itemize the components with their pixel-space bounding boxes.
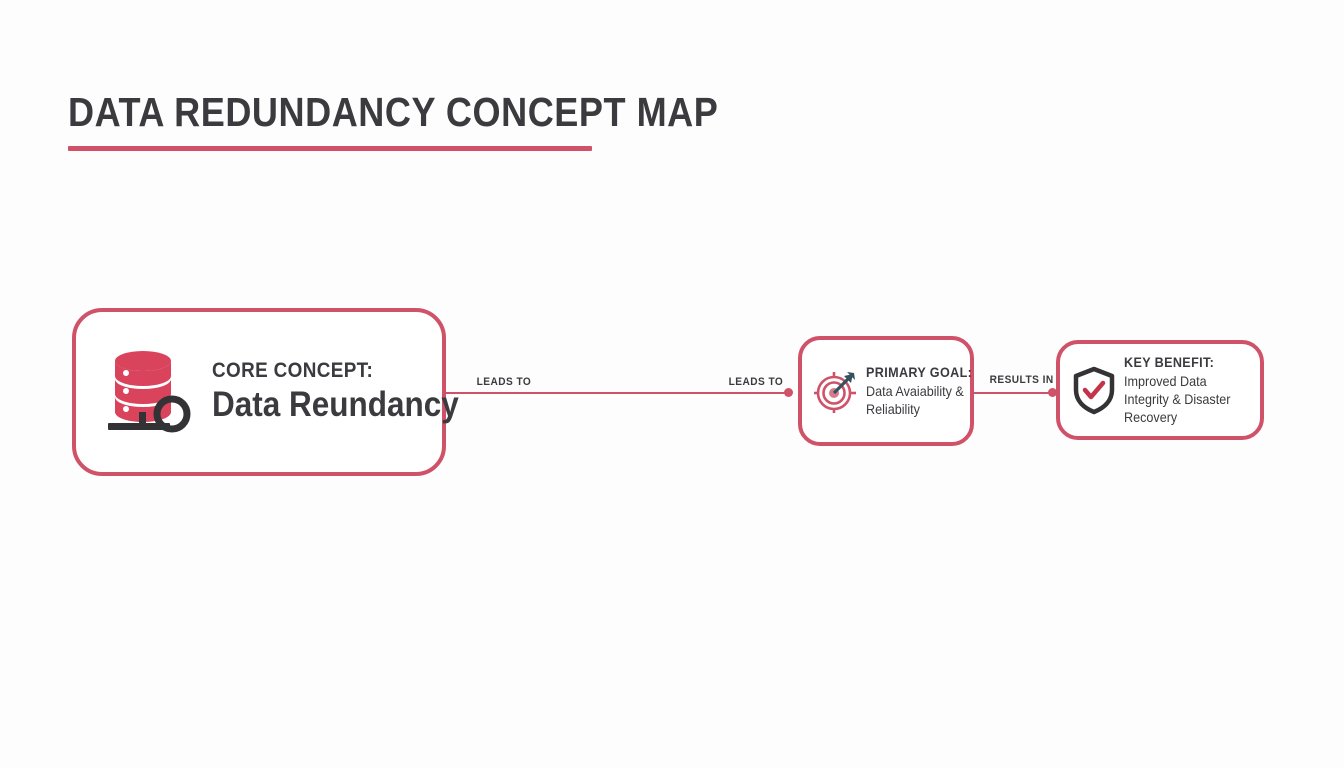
title-underline <box>68 146 592 151</box>
node-primary-goal-body: Data Avaiability & Reliability <box>866 382 964 417</box>
node-core-concept-body: Data Reundancy <box>212 385 459 425</box>
title-block: DATA REDUNDANCY CONCEPT MAP <box>68 92 807 151</box>
database-search-icon <box>108 351 191 433</box>
shield-check-icon <box>1073 366 1115 415</box>
connector-label-leads-to-2: LEADS TO <box>724 376 788 388</box>
connector-core-to-goal <box>446 392 790 394</box>
node-core-concept-kicker: CORE CONCEPT: <box>212 359 374 383</box>
node-core-concept[interactable]: CORE CONCEPT: Data Reundancy <box>72 308 459 476</box>
node-key-benefit[interactable]: KEY BENEFIT: Improved Data Integrity & D… <box>1056 340 1264 440</box>
connector-label-leads-to-1: LEADS TO <box>472 376 536 388</box>
connector-endpoint-dot <box>784 388 793 397</box>
node-core-concept-text: CORE CONCEPT: Data Reundancy <box>212 359 486 424</box>
connector-goal-to-benefit <box>972 392 1054 394</box>
connector-label-results-in: RESULTS IN <box>985 374 1059 386</box>
node-primary-goal-text: PRIMARY GOAL: Data Avaiability & Reliabi… <box>866 364 984 418</box>
connector-endpoint-dot <box>1048 388 1057 397</box>
node-key-benefit-body: Improved Data Integrity & Disaster Recov… <box>1124 372 1231 425</box>
node-key-benefit-text: KEY BENEFIT: Improved Data Integrity & D… <box>1124 354 1250 426</box>
node-primary-goal[interactable]: PRIMARY GOAL: Data Avaiability & Reliabi… <box>798 336 974 446</box>
node-primary-goal-kicker: PRIMARY GOAL: <box>866 363 973 380</box>
page-title: DATA REDUNDANCY CONCEPT MAP <box>68 89 719 135</box>
target-arrow-icon <box>814 372 856 413</box>
node-key-benefit-kicker: KEY BENEFIT: <box>1124 353 1215 370</box>
